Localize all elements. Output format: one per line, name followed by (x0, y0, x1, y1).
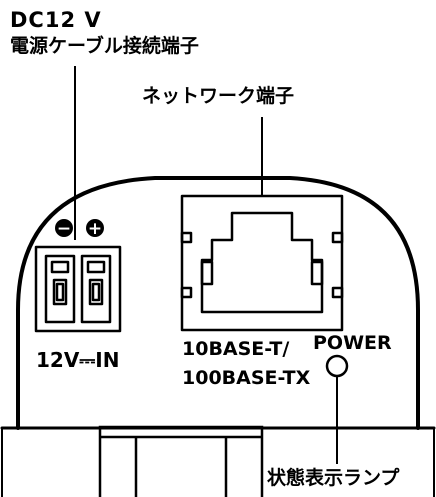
network-port-socket (200, 211, 324, 314)
polarity-symbols: − + (55, 219, 104, 239)
dc-power-terminal-block (34, 245, 122, 333)
status-lamp-callout: 状態表示ランプ (267, 467, 400, 489)
ethernet-label-line1: 10BASE-T/ (182, 338, 289, 360)
positive-polarity-icon (86, 219, 104, 237)
power-led-label: POWER (313, 332, 392, 354)
dc-power-callout-description: 電源ケーブル接続端子 (10, 35, 199, 57)
ethernet-label-line2: 100BASE-TX (182, 367, 311, 389)
negative-polarity-icon (55, 219, 73, 237)
terminal-slot-positive (80, 254, 112, 324)
network-port (180, 194, 344, 332)
negative-polarity-symbol: − (57, 219, 71, 239)
leader-lines (74, 66, 338, 464)
power-led-lamp (325, 354, 349, 378)
dc-power-callout-title: DC12 V (10, 8, 102, 32)
power-input-label: 12V⎓IN (36, 348, 119, 372)
terminal-slot-negative (44, 254, 76, 324)
positive-polarity-symbol: + (88, 219, 102, 239)
network-port-callout: ネットワーク端子 (142, 85, 295, 107)
bottom-bracket (98, 425, 264, 497)
